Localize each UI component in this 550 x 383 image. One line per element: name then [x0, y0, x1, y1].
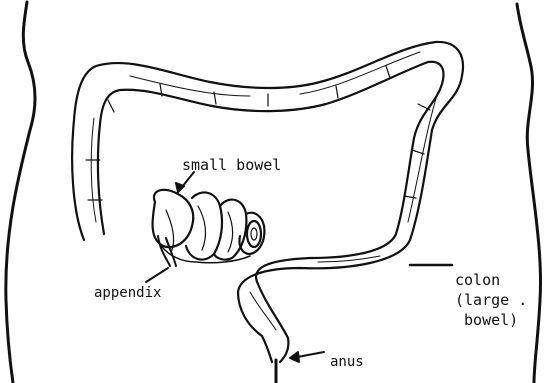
- small-bowel: [153, 190, 265, 263]
- anus-arrowhead: [290, 352, 299, 362]
- appendix-label: appendix: [94, 286, 161, 300]
- small-bowel-arrowhead: [176, 183, 184, 192]
- large-bowel: [72, 42, 463, 362]
- appendix-pointer: [146, 268, 168, 282]
- small-bowel-label: small bowel: [182, 158, 281, 173]
- colon-label: colon (large . bowel): [455, 271, 527, 330]
- anus-label: anus: [330, 355, 364, 369]
